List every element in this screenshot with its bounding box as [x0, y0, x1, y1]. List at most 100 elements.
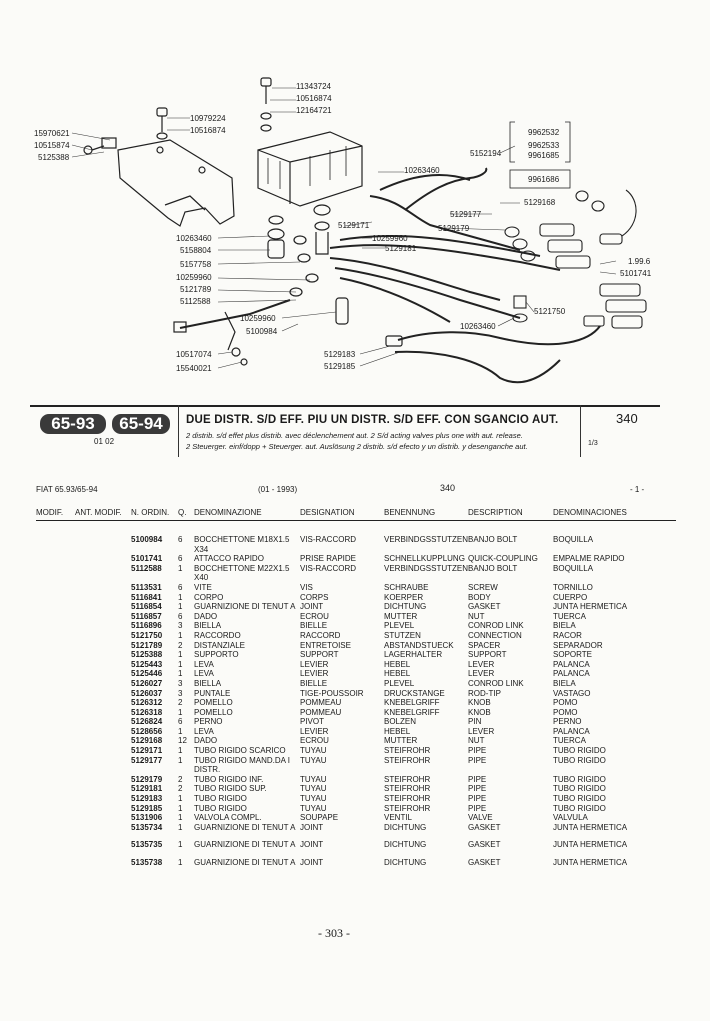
name-en: CONNECTION [468, 630, 522, 640]
name-de: VERBINDGSSTUTZEN [384, 535, 469, 544]
name-de: DICHTUNG [384, 822, 427, 832]
name-en: GASKET [468, 602, 501, 612]
name-en: PIPE [468, 784, 487, 794]
modif-cell [36, 593, 75, 603]
name-it: DADO [194, 611, 218, 621]
quantity: 6 [178, 582, 183, 592]
name-en: CONROD LINK [468, 621, 524, 631]
name-en: PIPE [468, 746, 487, 756]
name-it: TUBO RIGIDO SCARICO [194, 746, 286, 756]
modif-cell [36, 775, 75, 785]
part-label: 5112588 [180, 297, 211, 306]
name-en: VALVE [468, 813, 493, 823]
quantity: 1 [178, 630, 183, 640]
part-number: 5129179 [131, 774, 163, 784]
name-fr: TUYAU [300, 774, 327, 784]
name-es: VALVULA [553, 813, 588, 823]
name-es: TUBO RIGIDO [553, 755, 606, 765]
page-number: - 303 - [318, 926, 350, 940]
table-number: 340 [616, 411, 638, 426]
name-de: DICHTUNG [384, 602, 427, 612]
name-fr: ENTRETOISE [300, 640, 351, 650]
name-it: POMELLO [194, 698, 233, 708]
ant-modif-cell [75, 631, 131, 641]
quantity: 1 [178, 669, 183, 679]
name-fr: SOUPAPE [300, 813, 339, 823]
name-fr: TUYAU [300, 755, 327, 765]
part-number: 5126318 [131, 707, 163, 717]
modif-cell [36, 689, 75, 699]
table-spacer [36, 521, 676, 536]
part-number: 5121789 [131, 640, 163, 650]
ant-modif-cell [75, 736, 131, 746]
name-de: DICHTUNG [384, 858, 427, 867]
quantity: 1 [178, 563, 183, 573]
part-label: 15970621 [34, 129, 70, 138]
quantity: 2 [178, 640, 183, 650]
part-number: 5116854 [131, 602, 162, 612]
part-label: 10259960 [176, 273, 212, 282]
name-en: LEVER [468, 659, 495, 669]
ant-modif-cell [75, 858, 131, 868]
ant-modif-cell [75, 813, 131, 823]
name-fr: RACCORD [300, 630, 341, 640]
quantity: 1 [178, 858, 183, 867]
name-fr: LEVIER [300, 659, 329, 669]
ant-modif-cell [75, 602, 131, 612]
name-de: PLEVEL [384, 678, 415, 688]
name-en: GASKET [468, 822, 501, 832]
name-es: TUERCA [553, 736, 586, 746]
quantity: 1 [178, 602, 183, 612]
quantity: 1 [178, 592, 183, 602]
valve-body-shape [257, 131, 363, 207]
part-number: 5126027 [131, 678, 163, 688]
ant-modif-cell [75, 746, 131, 756]
name-en: GASKET [468, 840, 501, 850]
col-header: Q. [178, 508, 194, 521]
col-header: N. ORDIN. [131, 508, 178, 521]
name-en: BANJO BOLT [468, 535, 518, 544]
name-en: LEVER [468, 726, 495, 736]
part-number: 5121750 [131, 630, 163, 640]
name-en: NUT [468, 611, 485, 621]
quantity: 1 [178, 707, 183, 717]
title-block: 65-93 65-94 01 02 DUE DISTR. S/D EFF. PI… [30, 405, 660, 457]
table-header-row: MODIF. ANT. MODIF. N. ORDIN. Q. DENOMINA… [36, 508, 676, 521]
part-label: 9961686 [528, 175, 560, 184]
name-fr: BIELLE [300, 678, 328, 688]
name-fr: JOINT [300, 602, 324, 612]
modif-cell [36, 535, 75, 554]
part-label: 10517074 [176, 350, 212, 359]
name-es: TUBO RIGIDO [553, 746, 606, 756]
quantity: 1 [178, 659, 183, 669]
name-de: KNEBELGRIFF [384, 698, 440, 708]
name-fr: TUYAU [300, 794, 327, 804]
part-number: 5126824 [131, 717, 163, 727]
modif-cell [36, 756, 75, 775]
part-label: 5129168 [524, 198, 556, 207]
modif-cell [36, 660, 75, 670]
ant-modif-cell [75, 717, 131, 727]
sheet-number: 1/3 [588, 440, 598, 447]
name-fr: SUPPORT [300, 650, 339, 660]
ant-modif-cell [75, 583, 131, 593]
name-it: DISTANZIALE [194, 640, 245, 650]
quantity: 1 [178, 650, 183, 660]
name-de: STEIFROHR [384, 774, 431, 784]
part-label: 10263460 [460, 322, 496, 331]
name-it: GUARNIZIONE DI TENUT A [194, 840, 296, 850]
quantity: 3 [178, 688, 183, 698]
quantity: 3 [178, 678, 183, 688]
